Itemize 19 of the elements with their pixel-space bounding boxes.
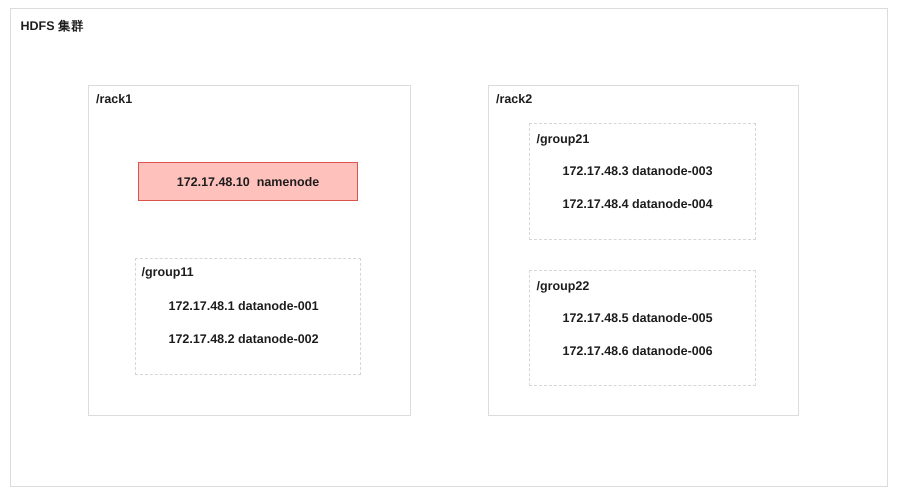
- datanode-label: 172.17.48.6 datanode-006: [562, 342, 713, 358]
- datanode-label: 172.17.48.3 datanode-003: [562, 162, 713, 178]
- rack-frame: [88, 84, 410, 416]
- rack-frame: [488, 84, 798, 416]
- datanode-label: 172.17.48.2 datanode-002: [168, 330, 319, 346]
- namenode-box: 172.17.48.10 namenode: [138, 162, 358, 201]
- dashed-group-frame: [135, 258, 361, 375]
- rack-label: /rack1: [96, 91, 132, 107]
- datanode-label: 172.17.48.1 datanode-001: [168, 298, 319, 314]
- dashed-group-frame: [529, 123, 756, 240]
- outer-frame: [10, 8, 888, 487]
- rack-label: /rack2: [496, 91, 532, 107]
- group-label: /group22: [536, 278, 590, 294]
- datanode-label: 172.17.48.5 datanode-005: [562, 310, 713, 326]
- group-label: /group11: [142, 264, 194, 280]
- group-label: /group21: [536, 130, 590, 146]
- datanode-label: 172.17.48.4 datanode-004: [562, 196, 713, 212]
- frame-title: HDFS 集群: [20, 18, 84, 34]
- dashed-group-frame: [529, 270, 756, 386]
